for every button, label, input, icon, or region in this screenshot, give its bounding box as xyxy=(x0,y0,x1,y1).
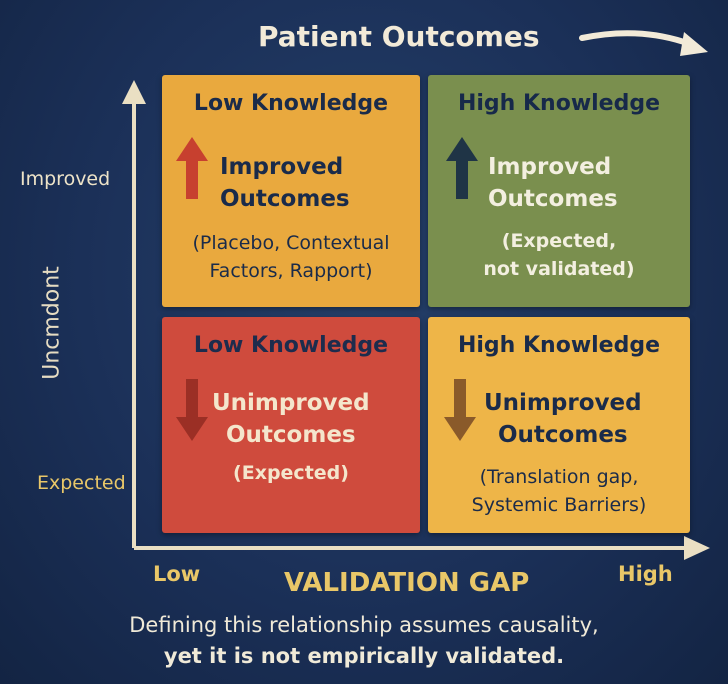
quadrant-note-line2: not validated) xyxy=(483,258,635,280)
y-axis-title: Uncmdont xyxy=(39,266,65,380)
quadrant-note-line1: (Translation gap, xyxy=(479,466,639,488)
quadrant-heading: High Knowledge xyxy=(457,91,661,116)
quadrant-main-line2: Outcomes xyxy=(220,186,350,212)
footer-line1: Defining this relationship assumes causa… xyxy=(129,613,599,637)
quadrant-heading: Low Knowledge xyxy=(193,333,389,358)
quadrant-bottom-right: High Knowledge Unimproved Outcomes (Tran… xyxy=(428,317,690,533)
x-axis-high-label: High xyxy=(618,562,673,586)
quadrant-top-left: Low Knowledge Improved Outcomes (Placebo… xyxy=(162,75,420,307)
quadrant-main-line2: Outcomes xyxy=(488,186,618,212)
quadrant-top-right: High Knowledge Improved Outcomes (Expect… xyxy=(428,75,690,307)
quadrant-main-line1: Unimproved xyxy=(212,390,370,416)
down-arrow-icon xyxy=(444,379,476,441)
down-arrow-icon xyxy=(176,379,208,441)
quadrant-note-line2: Factors, Rapport) xyxy=(209,260,373,282)
diagram-title: Patient Outcomes xyxy=(258,20,540,53)
x-axis-title: VALIDATION GAP xyxy=(284,568,530,598)
x-axis-arrowhead-icon xyxy=(684,536,710,560)
up-arrow-icon xyxy=(446,137,478,199)
quadrant-note-line2: Systemic Barriers) xyxy=(471,494,647,516)
quadrant-bottom-left: Low Knowledge Unimproved Outcomes (Expec… xyxy=(162,317,420,533)
quadrant-note-line1: (Placebo, Contextual xyxy=(192,232,390,254)
quadrant-main-line1: Unimproved xyxy=(484,390,642,416)
y-axis-bottom-label: Expected xyxy=(37,472,126,494)
title-curved-arrow-icon xyxy=(579,30,693,47)
quadrant-main-line2: Outcomes xyxy=(226,422,356,448)
quadrant-main-line1: Improved xyxy=(488,154,612,180)
footer-line2: yet it is not empirically validated. xyxy=(163,644,565,668)
title-arrowhead-icon xyxy=(680,32,708,56)
quadrant-main-line2: Outcomes xyxy=(498,422,628,448)
quadrant-heading: High Knowledge xyxy=(457,333,661,358)
x-axis-low-label: Low xyxy=(153,562,201,586)
quadrant-main-line1: Improved xyxy=(220,154,344,180)
y-axis-arrowhead-icon xyxy=(122,80,146,104)
quadrant-note-line1: (Expected, xyxy=(501,230,617,252)
up-arrow-icon xyxy=(176,137,208,199)
quadrant-heading: Low Knowledge xyxy=(193,91,389,116)
y-axis-top-label: Improved xyxy=(20,168,111,190)
quadrant-note-line1: (Expected) xyxy=(233,462,349,484)
